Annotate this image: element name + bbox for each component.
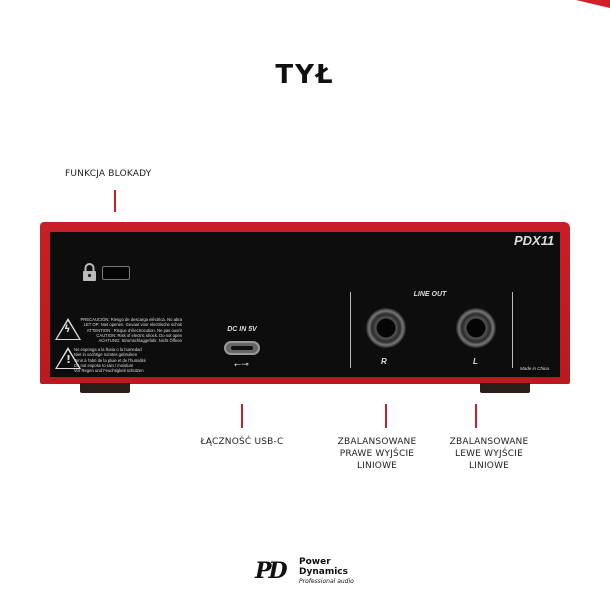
page-title: TYŁ bbox=[275, 60, 335, 90]
brand-tagline: Professional audio bbox=[299, 578, 354, 585]
jack-output-left[interactable] bbox=[456, 308, 496, 348]
callout-line bbox=[241, 404, 243, 428]
corner-accent bbox=[576, 0, 610, 8]
dc-in-label: DC IN 5V bbox=[227, 326, 257, 333]
panel-divider bbox=[350, 292, 351, 368]
usb-icon: ⭠⊸ bbox=[234, 360, 249, 370]
callout-line bbox=[114, 190, 116, 212]
model-label: PDX11 bbox=[514, 233, 555, 248]
line-out-label: LINE OUT bbox=[413, 291, 447, 298]
callout-usb-label: ŁĄCZNOŚĆ USB-C bbox=[200, 437, 284, 447]
callout-line bbox=[475, 404, 477, 428]
lock-icon bbox=[82, 263, 97, 285]
pd-logo-mark: PD bbox=[255, 558, 288, 584]
left-channel-label: L bbox=[473, 357, 478, 366]
kensington-lock-slot[interactable] bbox=[102, 266, 130, 280]
warning-text-shock: PRECAUCIÓN: Riesgo de descarga eléctrica… bbox=[80, 317, 182, 344]
right-channel-label: R bbox=[381, 357, 387, 366]
device-foot bbox=[480, 383, 530, 393]
callout-lock-label: FUNKCJA BLOKADY bbox=[65, 169, 152, 179]
panel-divider bbox=[512, 292, 513, 368]
callout-line bbox=[385, 404, 387, 428]
jack-output-right[interactable] bbox=[366, 308, 406, 348]
caution-warning-icon: ! bbox=[55, 347, 81, 369]
usb-c-port[interactable] bbox=[224, 341, 260, 355]
rear-panel bbox=[50, 232, 560, 377]
made-in-label: Made in China bbox=[520, 366, 550, 371]
electric-shock-warning-icon: ϟ bbox=[55, 318, 81, 340]
device-foot bbox=[80, 383, 130, 393]
brand-name-line2: Dynamics bbox=[299, 567, 348, 577]
brand-name-line1: Power bbox=[299, 557, 331, 567]
